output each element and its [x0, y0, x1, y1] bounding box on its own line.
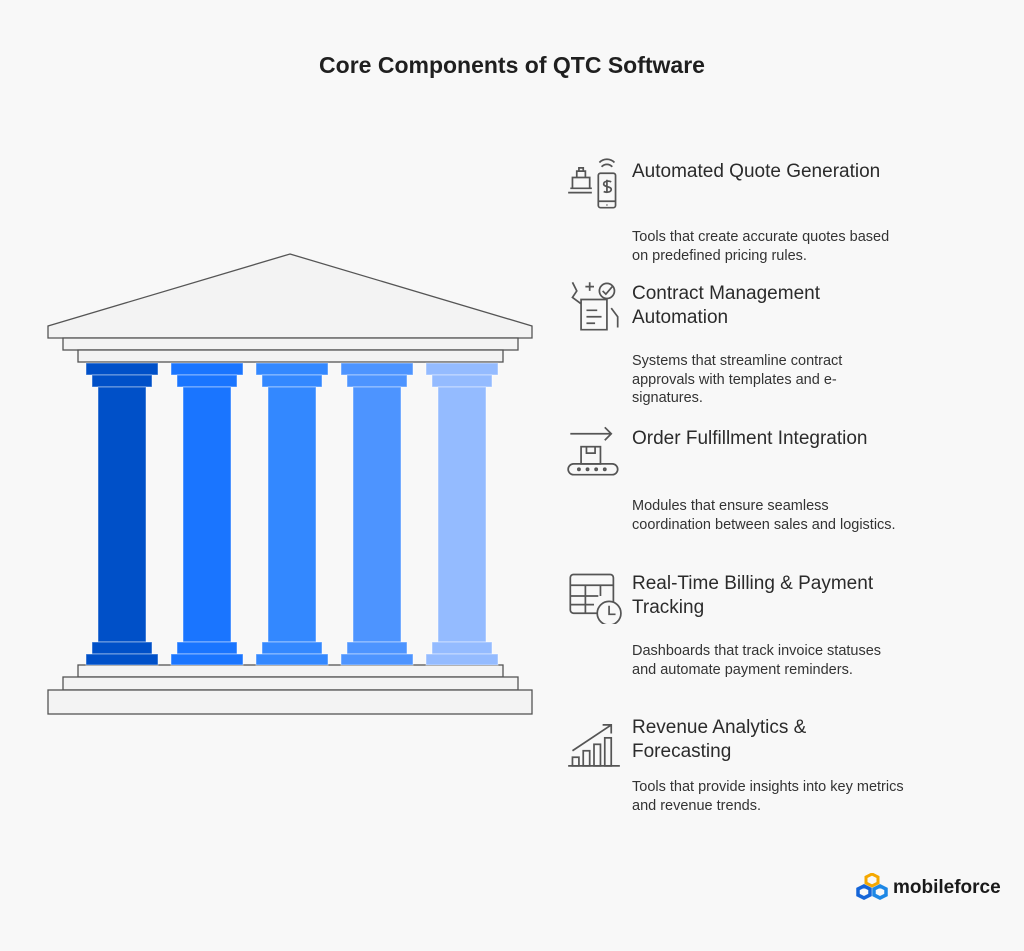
temple-base-1	[77, 664, 504, 678]
column-segment	[97, 386, 147, 643]
brand-logo: mobileforce	[856, 873, 1001, 903]
column-segment	[176, 374, 238, 388]
column-segment	[91, 374, 153, 388]
column-segment	[261, 374, 323, 388]
column-segment	[255, 653, 329, 666]
column-segment	[255, 362, 329, 376]
column-segment	[267, 386, 317, 643]
column-segment	[182, 386, 232, 643]
column-segment	[425, 653, 499, 666]
component-description: Dashboards that track invoice statuses a…	[632, 643, 882, 678]
column-segment	[261, 641, 323, 655]
column-segment	[340, 362, 414, 376]
column-segment	[437, 386, 487, 643]
component-title: Revenue Analytics & Forecasting	[632, 717, 807, 762]
column-segment	[346, 374, 408, 388]
cash-register-phone-payment-icon	[568, 158, 617, 209]
component-title: Automated Quote Generation	[632, 161, 881, 182]
column-segment	[85, 653, 159, 666]
contract-signing-icon	[571, 281, 619, 331]
component-title: Real-Time Billing & Payment Tracking	[632, 573, 874, 618]
temple-diagram	[47, 253, 533, 715]
component-description: Tools that provide insights into key met…	[632, 779, 904, 814]
column-segment	[91, 641, 153, 655]
column-segment	[431, 374, 493, 388]
brand-name: mobileforce	[893, 877, 1001, 898]
temple-column	[85, 362, 159, 666]
column-segment	[170, 653, 244, 666]
table-clock-icon	[569, 573, 622, 624]
growth-chart-icon	[568, 724, 620, 767]
column-segment	[431, 641, 493, 655]
temple-base-2	[62, 676, 519, 691]
conveyor-package-icon	[567, 426, 619, 476]
column-segment	[176, 641, 238, 655]
component-description: Systems that streamline contract approva…	[632, 353, 843, 406]
temple-column	[340, 362, 414, 666]
temple-base-3	[47, 689, 533, 715]
column-segment	[340, 653, 414, 666]
temple-entablature-1	[62, 337, 519, 351]
column-segment	[85, 362, 159, 376]
temple-entablature-2	[77, 349, 504, 363]
mobileforce-logo-icon	[856, 873, 888, 900]
column-segment	[170, 362, 244, 376]
component-title: Order Fulfillment Integration	[632, 428, 868, 449]
page-title: Core Components of QTC Software	[319, 52, 705, 78]
temple-column	[255, 362, 329, 666]
column-segment	[346, 641, 408, 655]
component-description: Modules that ensure seamless coordinatio…	[632, 498, 896, 533]
temple-roof	[47, 253, 533, 339]
column-segment	[352, 386, 402, 643]
temple-column	[170, 362, 244, 666]
component-description: Tools that create accurate quotes based …	[632, 229, 890, 264]
temple-column	[425, 362, 499, 666]
component-title: Contract Management Automation	[632, 283, 820, 328]
column-segment	[425, 362, 499, 376]
